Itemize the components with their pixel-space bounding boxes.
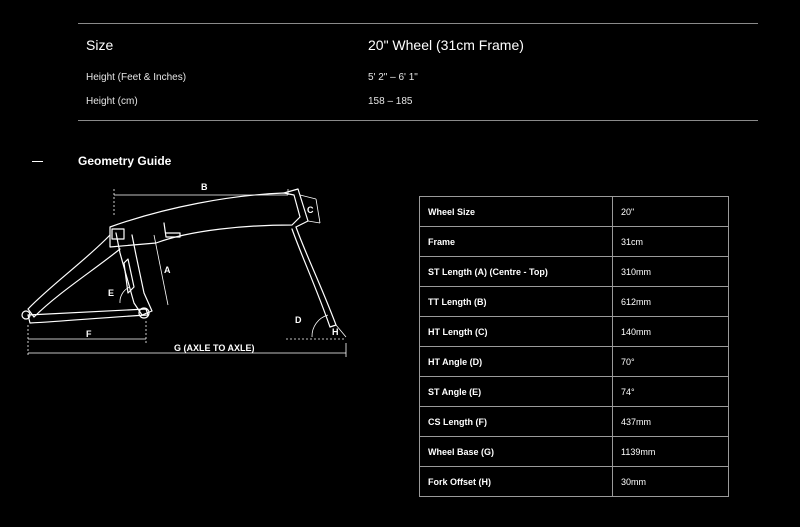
frame-geometry-diagram: B C A E D H F G (AXLE TO AXLE) (21, 182, 347, 357)
table-row: ST Angle (E) 74° (419, 376, 729, 407)
down-tube (27, 234, 121, 318)
label-f: F (86, 329, 92, 339)
table-row: TT Length (B) 612mm (419, 286, 729, 317)
height-feet-label: Height (Feet & Inches) (86, 72, 187, 83)
row-value: 20" (612, 196, 729, 227)
row-value: 140mm (612, 316, 729, 347)
row-value: 612mm (612, 286, 729, 317)
bottom-divider (78, 120, 758, 121)
section-dash (32, 161, 43, 162)
table-row: ST Length (A) (Centre - Top) 310mm (419, 256, 729, 287)
row-value: 70° (612, 346, 729, 377)
bottom-bracket (138, 307, 150, 319)
row-label: ST Angle (E) (419, 376, 613, 407)
label-e: E (108, 288, 114, 298)
label-a: A (164, 265, 171, 275)
row-label: Wheel Size (419, 196, 613, 227)
row-label: ST Length (A) (Centre - Top) (419, 256, 613, 287)
height-feet-value: 5' 2" – 6' 1" (368, 72, 418, 83)
row-value: 437mm (612, 406, 729, 437)
size-value: 20" Wheel (31cm Frame) (368, 37, 524, 53)
row-value: 1139mm (612, 436, 729, 467)
table-row: Wheel Size 20" (419, 196, 729, 227)
row-label: Wheel Base (G) (419, 436, 613, 467)
row-label: Fork Offset (H) (419, 466, 613, 497)
row-value: 31cm (612, 226, 729, 257)
top-divider (78, 23, 758, 24)
seat-stay (123, 258, 135, 294)
table-row: CS Length (F) 437mm (419, 406, 729, 437)
chain-stay (27, 308, 149, 324)
row-label: CS Length (F) (419, 406, 613, 437)
row-label: HT Angle (D) (419, 346, 613, 377)
label-d: D (295, 315, 302, 325)
table-row: Fork Offset (H) 30mm (419, 466, 729, 497)
table-row: Wheel Base (G) 1139mm (419, 436, 729, 467)
height-cm-value: 158 – 185 (368, 96, 413, 107)
row-value: 74° (612, 376, 729, 407)
geometry-table: Wheel Size 20" Frame 31cm ST Length (A) … (419, 196, 729, 497)
row-value: 30mm (612, 466, 729, 497)
seat-clamp (111, 228, 125, 240)
label-h: H (332, 327, 339, 337)
label-c: C (307, 205, 314, 215)
geometry-guide-title: Geometry Guide (78, 154, 172, 168)
seat-post (163, 222, 181, 238)
label-g: G (AXLE TO AXLE) (174, 343, 255, 353)
row-label: TT Length (B) (419, 286, 613, 317)
label-b: B (201, 182, 208, 192)
seat-tube (115, 232, 153, 316)
table-row: HT Angle (D) 70° (419, 346, 729, 377)
row-value: 310mm (612, 256, 729, 287)
size-label: Size (86, 37, 114, 53)
fork (291, 226, 337, 328)
height-cm-label: Height (cm) (86, 96, 138, 107)
rear-dropout (21, 310, 31, 320)
top-tube (109, 192, 301, 248)
row-label: HT Length (C) (419, 316, 613, 347)
table-row: HT Length (C) 140mm (419, 316, 729, 347)
table-row: Frame 31cm (419, 226, 729, 257)
row-label: Frame (419, 226, 613, 257)
head-tube (283, 188, 309, 228)
